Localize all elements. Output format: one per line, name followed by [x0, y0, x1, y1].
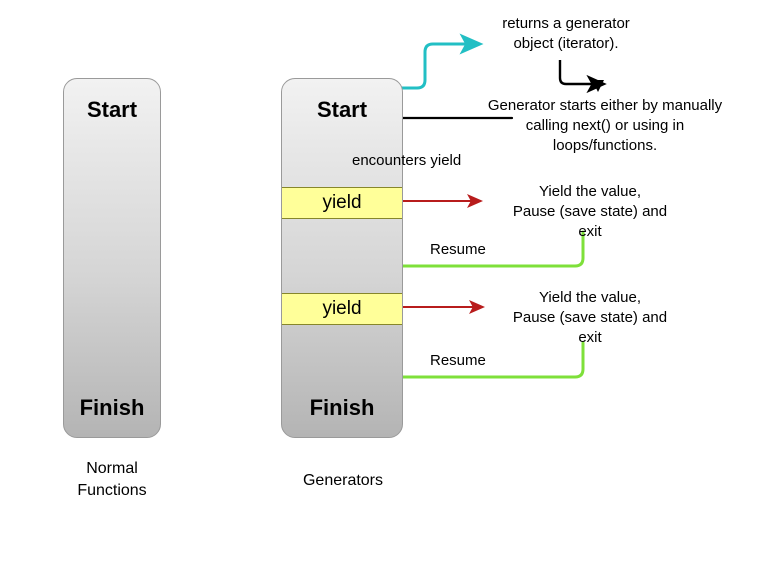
annotation-yield-pause-2: Yield the value, Pause (save state) and … — [512, 289, 668, 346]
caption-generators: Generators — [302, 472, 384, 489]
normal-finish-label: Finish — [79, 395, 145, 420]
label-resume-2: Resume — [430, 352, 486, 369]
yield-band-2: yield — [282, 293, 402, 325]
yield-band-1: yield — [282, 187, 402, 219]
starts-hook-arrowhead — [592, 80, 604, 92]
annotation-yield-pause-1: Yield the value, Pause (save state) and … — [512, 183, 668, 240]
returns-generator-arrow — [376, 33, 484, 90]
annotation-returns-generator: returns a generator object (iterator). — [502, 15, 630, 52]
generator-finish-label: Finish — [309, 395, 375, 420]
generators-box: Start yield yield Finish — [281, 78, 403, 438]
annotation-generator-starts: Generator starts either by manually call… — [487, 97, 723, 154]
starts-hook-arrow — [558, 60, 607, 94]
label-resume-1: Resume — [430, 241, 486, 258]
caption-normal-functions: Normal Functions — [77, 460, 147, 499]
normal-start-label: Start — [86, 97, 138, 122]
generator-start-label: Start — [316, 97, 368, 122]
label-encounters-yield: encounters yield — [352, 152, 462, 169]
normal-functions-box: Start Finish — [63, 78, 161, 438]
